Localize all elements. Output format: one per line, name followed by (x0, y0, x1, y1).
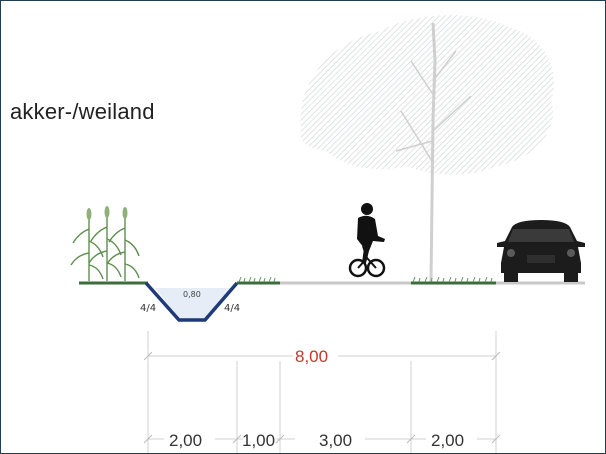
grass-tufts-right (412, 276, 493, 283)
grass-tufts-left (238, 276, 276, 283)
left-slope-label: 4/4 (140, 303, 156, 314)
segment-width-3: 3,00 (319, 431, 352, 450)
tree-icon (300, 15, 554, 284)
corn-plants-icon (70, 206, 140, 281)
segment-width-4: 2,00 (431, 431, 464, 450)
cyclist-icon (348, 203, 386, 278)
dimension-ticks (143, 351, 501, 444)
segment-width-2: 1,00 (242, 431, 275, 450)
land-use-label: akker-/weiland (10, 99, 155, 124)
car-icon (497, 220, 585, 282)
segment-width-1: 2,00 (169, 431, 202, 450)
dimension-lines (147, 331, 497, 453)
ditch-depth-label: 0,80 (183, 290, 201, 299)
ditch-water (155, 288, 233, 319)
total-width-label: 8,00 (295, 347, 328, 366)
ditch-profile (144, 281, 239, 322)
right-slope-label: 4/4 (224, 303, 240, 314)
